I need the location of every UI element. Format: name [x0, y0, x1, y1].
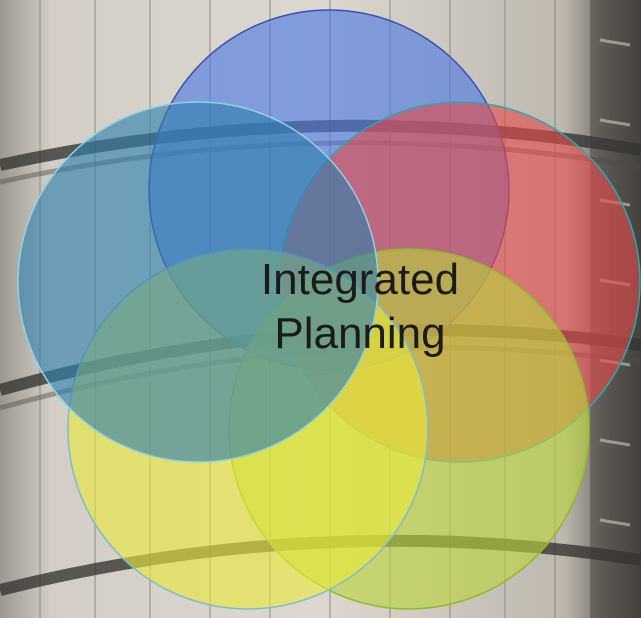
venn-circles	[17, 9, 641, 610]
center-label-line-1: Integrated	[260, 255, 460, 304]
center-label-line-2: Planning	[274, 309, 446, 358]
center-label: Integrated Planning	[200, 253, 520, 361]
circle-teal	[17, 101, 379, 463]
